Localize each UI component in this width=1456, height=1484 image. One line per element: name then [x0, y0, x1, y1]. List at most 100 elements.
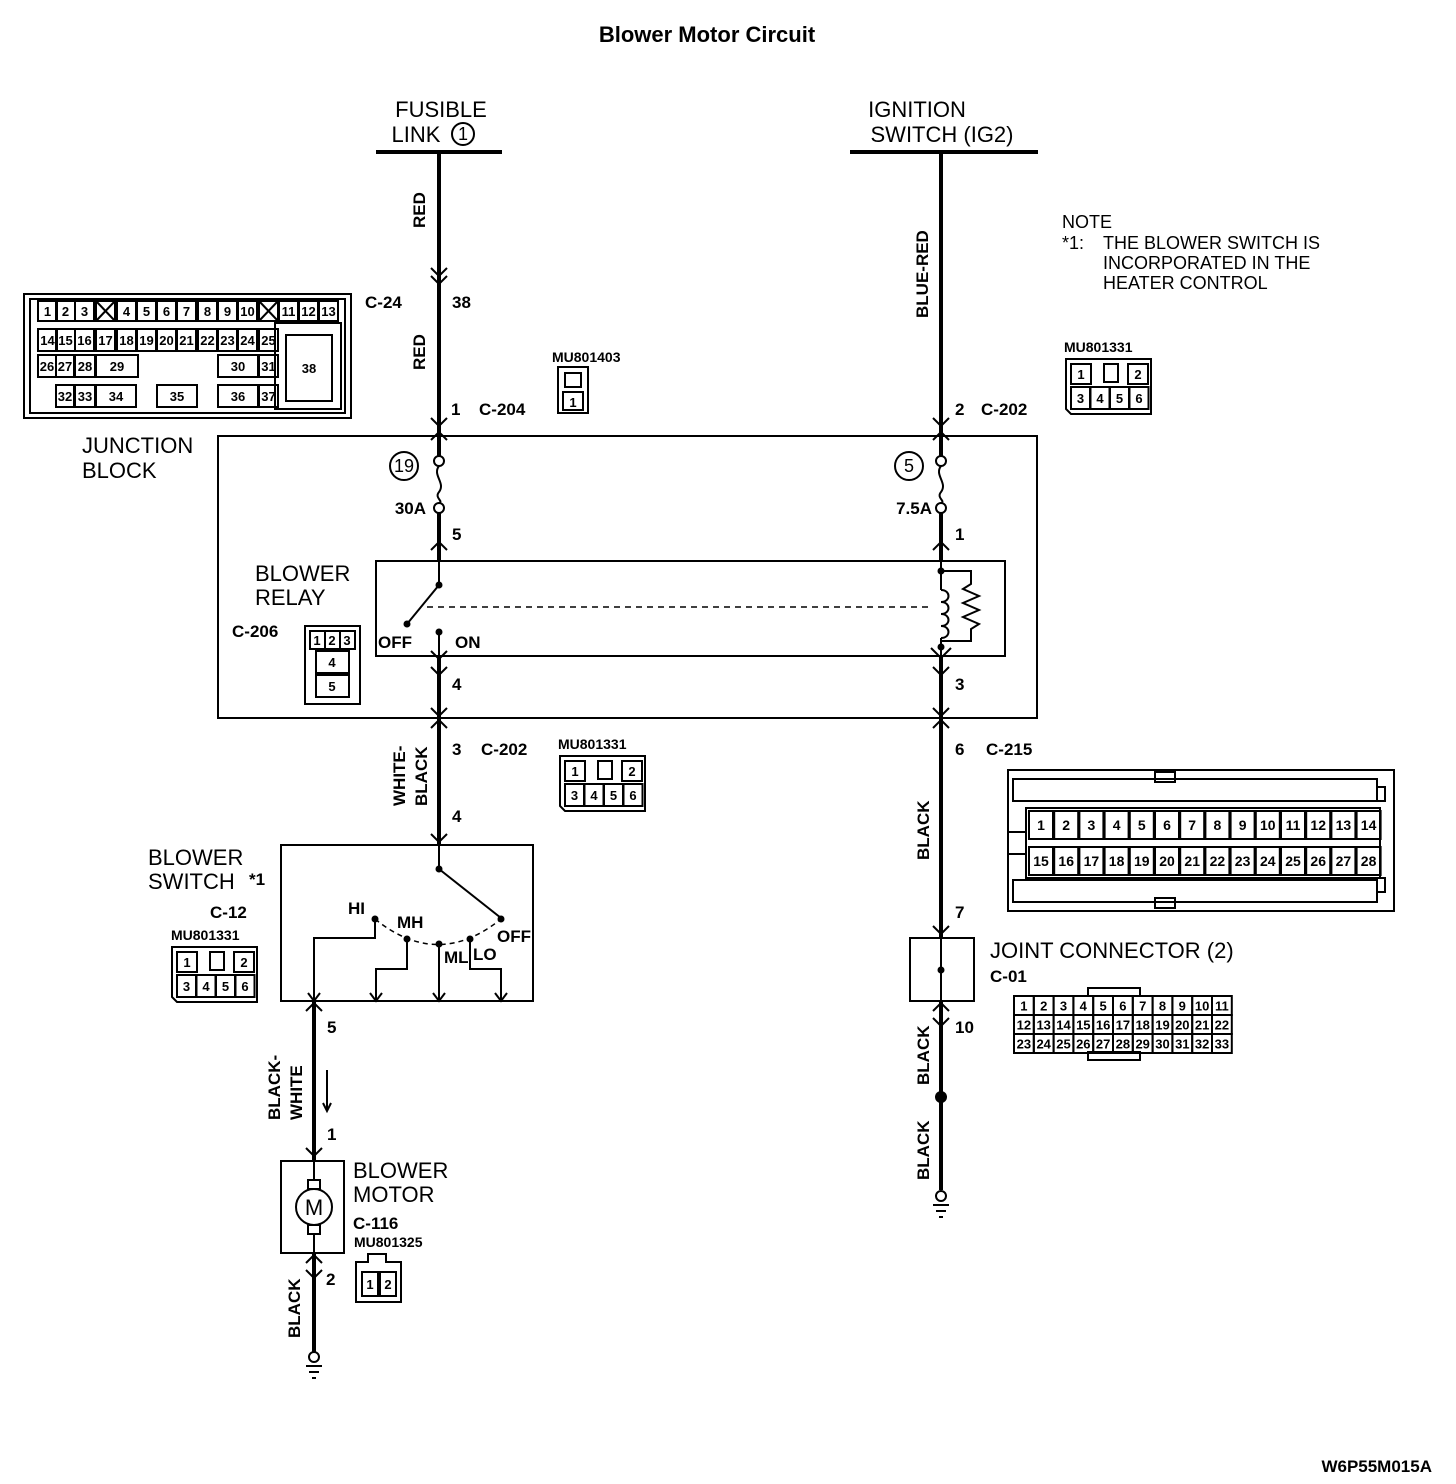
c215-r1-3-cell — [1103, 810, 1130, 840]
c215-top-key — [1154, 771, 1176, 783]
fusible-link-number-circle — [451, 122, 475, 146]
motor-pin-top-a: 5 — [327, 1018, 336, 1037]
blower-switch-label-2: SWITCH — [148, 869, 235, 894]
c24-r2-3-label: 17 — [98, 333, 112, 348]
c215-r1-13-label: 14 — [1361, 817, 1377, 833]
motor-ground-wire: 2 BLACK — [285, 1253, 335, 1379]
c204-label: C-204 — [479, 400, 526, 419]
c01-2-2-label: 25 — [1056, 1037, 1070, 1052]
fuse-right-element — [938, 465, 944, 504]
c215-r2-11-cell — [1305, 846, 1332, 876]
c215-r1-1-label: 2 — [1062, 817, 1070, 833]
c206-row1 — [309, 630, 356, 650]
c215-r1-0-cell — [1028, 810, 1054, 840]
fuse-right-number-circle — [894, 451, 924, 481]
relay-terminal-1-mark — [932, 540, 950, 551]
relay-off-contact — [403, 620, 411, 628]
relay-terminal-5-mark — [430, 540, 448, 551]
switch-ml-arrow — [432, 992, 446, 1003]
switch-lo-lead — [469, 939, 502, 1001]
c24-r2-8-label: 22 — [200, 333, 214, 348]
note-marker: *1: — [1062, 233, 1084, 253]
c202-left-terminal-mark — [430, 718, 448, 729]
c215-r1-10-label: 11 — [1286, 817, 1301, 833]
c215-r1-10-cell — [1280, 810, 1306, 840]
motor-output-plug-mark — [305, 1269, 323, 1280]
wire-label-red-mid: RED — [410, 334, 429, 370]
c215-r1-8-cell — [1229, 810, 1256, 840]
mu-b-p2-cell — [621, 760, 643, 782]
c206-pin-5: 5 — [328, 679, 335, 694]
relay-coil-winding — [940, 589, 950, 639]
c01-0-5-label: 6 — [1119, 999, 1126, 1014]
c12-label: C-12 — [210, 903, 247, 922]
c116-cell-2 — [379, 1271, 397, 1297]
blower-switch-note-mark: *1 — [249, 870, 265, 889]
mu-b-p1-cell — [564, 760, 586, 782]
motor-brush-bottom — [307, 1224, 321, 1235]
motor-pin-top-b: 1 — [327, 1125, 336, 1144]
c215-r2-2-label: 17 — [1084, 853, 1100, 869]
c24-r1-7-cell — [176, 300, 197, 322]
c01-0-10-label: 11 — [1215, 999, 1229, 1014]
mu-c-pb3-label: 6 — [241, 979, 248, 994]
c215-r1-12-label: 13 — [1336, 817, 1352, 833]
mu801403-label: MU801403 — [552, 349, 621, 365]
wire-label-red-top: RED — [410, 192, 429, 228]
mu-b-pb0-label: 3 — [571, 788, 578, 803]
c215-r1-9-label: 10 — [1260, 817, 1276, 833]
mu-c-latch — [209, 951, 225, 971]
c24-r1-5-label: 5 — [143, 304, 150, 319]
c01-1-1-label: 13 — [1036, 1018, 1050, 1033]
c24-r2-4-label: 18 — [119, 333, 133, 348]
blower-switch-outline — [280, 844, 534, 1002]
c24-pin: 38 — [452, 293, 471, 312]
mu-a-p1-label: 1 — [1077, 367, 1084, 382]
c01-2-8-label: 31 — [1175, 1037, 1189, 1052]
c01-0-4-label: 5 — [1099, 999, 1106, 1014]
note-block: NOTE *1: THE BLOWER SWITCH IS INCORPORAT… — [1062, 212, 1320, 293]
c24-r1-14-cell — [318, 300, 339, 322]
c215-r1-11-cell — [1305, 810, 1332, 840]
mu-a-p2-cell — [1127, 363, 1149, 385]
c116-pin-1: 1 — [366, 1277, 373, 1292]
c24-r1-14-label: 13 — [321, 304, 335, 319]
c24-r1-6-label: 6 — [163, 304, 170, 319]
c01-2-1-label: 24 — [1036, 1037, 1051, 1052]
switch-lo-arrow — [494, 992, 508, 1003]
c01-1-8-label: 20 — [1175, 1018, 1189, 1033]
c24-r2-11-cell — [258, 328, 279, 352]
switch-mh-lead — [375, 939, 408, 1001]
c215-body — [1025, 807, 1381, 879]
relay-switch-blade — [406, 584, 440, 625]
switch-hi-label: HI — [348, 899, 365, 918]
joint-connector-node — [937, 966, 945, 974]
c215-r1-5-label: 6 — [1163, 817, 1171, 833]
relay-pin-3-mark — [932, 666, 950, 677]
c206-pin-1: 1 — [313, 633, 320, 648]
fuse-left-number-circle — [389, 451, 419, 481]
ignition-switch-source: IGNITION SWITCH (IG2) — [850, 97, 1038, 154]
junction-block-label-2: BLOCK — [82, 458, 157, 483]
c202-left-pin-b: 4 — [452, 807, 462, 826]
mu801331-a-label: MU801331 — [1064, 339, 1133, 355]
c215-r2-7-cell — [1204, 846, 1231, 876]
mu-c-pb2-label: 5 — [222, 979, 229, 994]
mu-b-pb2-label: 5 — [610, 788, 617, 803]
blower-relay-outline — [375, 560, 1006, 657]
relay-pin-4-mark — [430, 666, 448, 677]
c24-r1-9-label: 9 — [224, 304, 231, 319]
white-black-wire: 3 C-202 4 WHITE- BLACK — [390, 718, 527, 845]
c215-r2-12-cell — [1330, 846, 1357, 876]
mu-c-pb1-label: 4 — [202, 979, 210, 994]
wire-label-black-jc-1: BLACK — [914, 1025, 933, 1085]
blower-relay-label-1: BLOWER — [255, 561, 350, 586]
wire-label-blue-red: BLUE-RED — [913, 230, 932, 318]
c215-r2-4-cell — [1128, 846, 1155, 876]
c206-label: C-206 — [232, 622, 278, 641]
c24-r3-5-label: 31 — [261, 359, 275, 374]
jc-input-terminal-mark — [932, 925, 950, 936]
